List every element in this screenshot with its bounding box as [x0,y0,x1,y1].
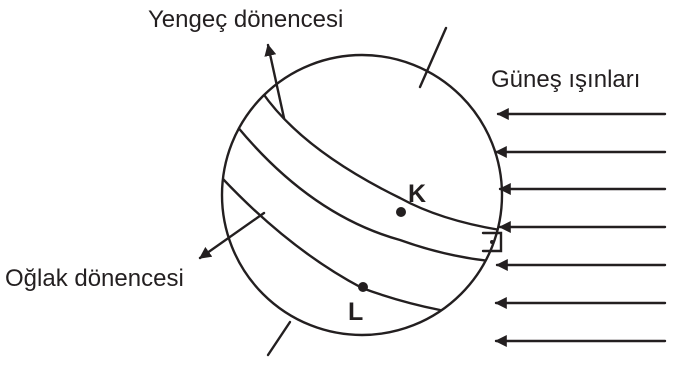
point-l-label: L [348,298,363,326]
right-angle-dot [490,240,494,244]
tropic-capricorn-pointer-arrow [198,211,266,260]
earth-globe [220,53,504,337]
earth-axis-south [266,320,292,357]
tropic-of-capricorn-line [222,176,442,312]
right-angle-marker [481,231,503,253]
tropic-cancer-pointer-arrow [264,43,286,120]
point-l-dot [358,282,368,292]
equator-line [234,123,502,264]
tropic-of-cancer-label: Yengeç dönencesi [148,6,343,33]
sun-rays-label: Güneş ışınları [491,66,640,93]
point-k-label: K [408,180,426,208]
point-k-dot [396,207,406,217]
tropic-of-capricorn-label: Oğlak dönencesi [5,265,184,292]
earth-axis-north [418,26,448,89]
tropic-of-cancer-line [260,90,502,232]
